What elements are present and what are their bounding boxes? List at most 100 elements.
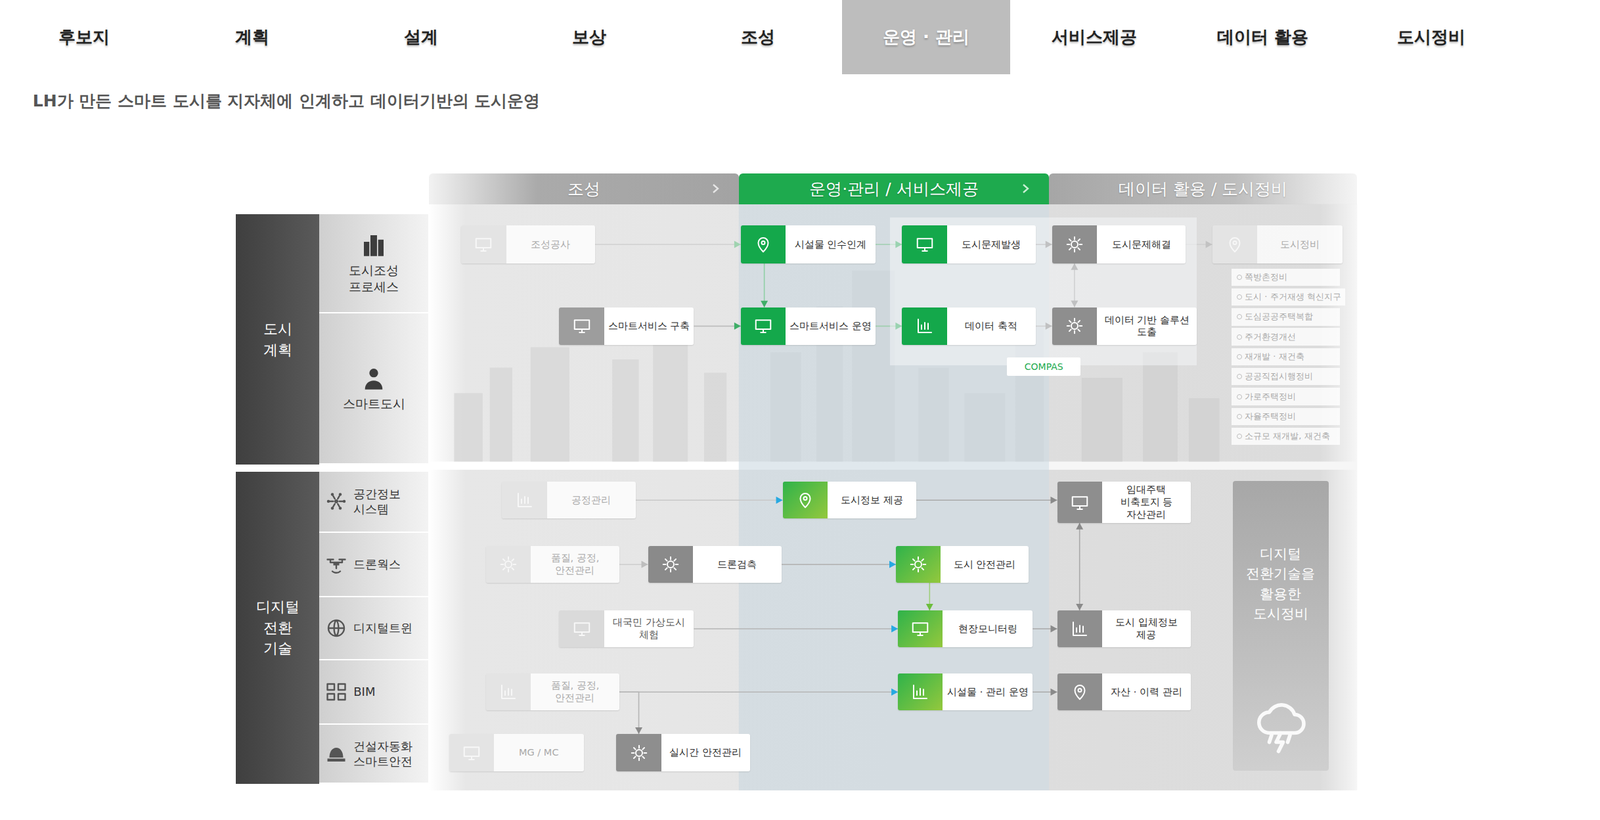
phase-label: 데이터 활용 / 도시정비: [1118, 177, 1288, 200]
building: [453, 392, 483, 462]
icon-square: [897, 673, 943, 711]
arrow-head: [635, 727, 643, 734]
list-label: 소규모 재개발, 재건축: [1244, 430, 1340, 443]
process-label: 데이터 축적: [951, 319, 1032, 333]
process-box: 품질, 공정, 안전관리: [486, 545, 621, 583]
process-box: 조성공사: [461, 225, 596, 263]
icon-part: [333, 503, 335, 507]
row-label: BIM: [353, 683, 423, 699]
arrow-head: [889, 560, 896, 569]
technology-row: 공간정보 시스템: [319, 471, 429, 533]
chevron: [711, 183, 721, 194]
process-box: 자산 · 이력 관리: [1057, 673, 1192, 711]
bullet-dot: [1236, 394, 1243, 400]
icon-part: [800, 493, 810, 508]
icon-square: [1057, 481, 1103, 523]
connector-line: [916, 499, 1057, 501]
process-label: 드론검측: [696, 558, 778, 571]
tab-label: 조성: [740, 25, 776, 49]
category-label: 도시 계획: [253, 318, 302, 361]
process-label: 품질, 공정, 안전관리: [534, 679, 616, 705]
bullet-dot: [1236, 354, 1243, 360]
process-label: 현장모니터링: [946, 622, 1029, 636]
process-label: 도시 안전관리: [944, 558, 1025, 571]
label-box: 도시 입체정보 제공: [1102, 610, 1191, 647]
process-label: 도시문제발생: [951, 238, 1032, 251]
icon-part: [463, 746, 479, 760]
icon-part: [365, 380, 383, 389]
icon-square: [501, 481, 547, 519]
phase-header: 데이터 활용 / 도시정비: [1048, 173, 1357, 205]
nav-tab: 계획: [168, 0, 337, 75]
nav-tab: 후보지: [0, 0, 169, 75]
icon-square: [1057, 673, 1103, 711]
label-box: 품질, 공정, 안전관리: [530, 545, 620, 583]
tab-label: 보상: [572, 25, 607, 49]
icon-g1: [629, 742, 649, 763]
list-item: 재개발 · 재건축: [1231, 348, 1340, 366]
nav-tab: 조성: [673, 0, 842, 75]
building: [652, 336, 688, 462]
icon-part: [662, 556, 678, 573]
arrow-head: [1075, 603, 1084, 611]
nav-tab: 데이터 활용: [1178, 0, 1347, 75]
list-label: 자율주택정비: [1244, 410, 1340, 423]
list-item: 공공직접시행정비: [1231, 367, 1340, 385]
label-box: 도시문제발생: [947, 225, 1036, 263]
connector: [926, 582, 934, 611]
arrow-head: [734, 322, 741, 330]
process-box: 도시정보 제공: [782, 481, 917, 519]
icon-g2: [914, 315, 935, 336]
phase-label: 운영·관리 / 서비스제공: [809, 177, 978, 200]
bullet-dot: [1236, 294, 1243, 300]
icon-g1: [498, 554, 519, 575]
icon-g1: [1064, 234, 1085, 255]
connector-line: [595, 243, 741, 245]
icon-square: [1052, 225, 1097, 263]
list-item: 도시 · 주거재생 혁신지구: [1231, 288, 1346, 306]
label-box: 시설물 · 관리 운영: [942, 673, 1033, 711]
connector: [1075, 522, 1084, 611]
process-label: 공정관리: [551, 493, 632, 507]
process-label: 데이터 기반 솔루션 도출: [1100, 313, 1193, 339]
row-label: 공간정보 시스템: [353, 486, 423, 517]
process-label: 자산 · 이력 관리: [1106, 685, 1187, 699]
icon-part: [1074, 685, 1085, 699]
technology-row: 드론웍스: [319, 532, 429, 598]
icon-square: [901, 307, 947, 345]
icon-square: [558, 610, 604, 647]
icon-person: [360, 365, 387, 392]
arrow-head: [776, 496, 783, 504]
label-box: 도시정비: [1257, 225, 1344, 263]
icon-square: [740, 307, 786, 345]
icon-square: [449, 733, 494, 772]
icon-part: [574, 320, 590, 334]
list-label: 도심공공주택복합: [1244, 310, 1340, 323]
icon-part: [476, 238, 492, 251]
row-label: 디지털트윈: [353, 620, 423, 636]
bullet-dot: [1236, 373, 1243, 379]
icon-g1: [908, 554, 929, 575]
technology-row: BIM: [319, 660, 429, 725]
icon-square: [1212, 225, 1258, 263]
connector: [760, 263, 768, 308]
connector: [619, 688, 898, 696]
bullet-dot: [1236, 313, 1243, 320]
list-item: 주거환경개선: [1231, 327, 1340, 345]
icon-g0: [914, 234, 935, 255]
label-box: 대국민 가상도시 체험: [604, 610, 695, 647]
summary-panel: 디지털 전환기술을 활용한 도시정비: [1232, 480, 1329, 771]
bullet-dot: [1236, 433, 1243, 439]
process-box: 현장모니터링: [897, 610, 1033, 647]
icon-part: [342, 499, 347, 504]
label-box: 데이터 기반 솔루션 도출: [1096, 307, 1197, 345]
process-label: 스마트서비스 운영: [789, 319, 872, 333]
nav-tab: 도시정비: [1347, 0, 1516, 75]
process-box: 도시 입체정보 제공: [1057, 610, 1192, 647]
icon-g3: [795, 489, 816, 510]
arrow-head: [1050, 688, 1058, 696]
panel-tag: COMPAS: [1006, 357, 1081, 376]
process-box: 데이터 기반 솔루션 도출: [1052, 307, 1198, 345]
icon-part: [1067, 237, 1083, 253]
